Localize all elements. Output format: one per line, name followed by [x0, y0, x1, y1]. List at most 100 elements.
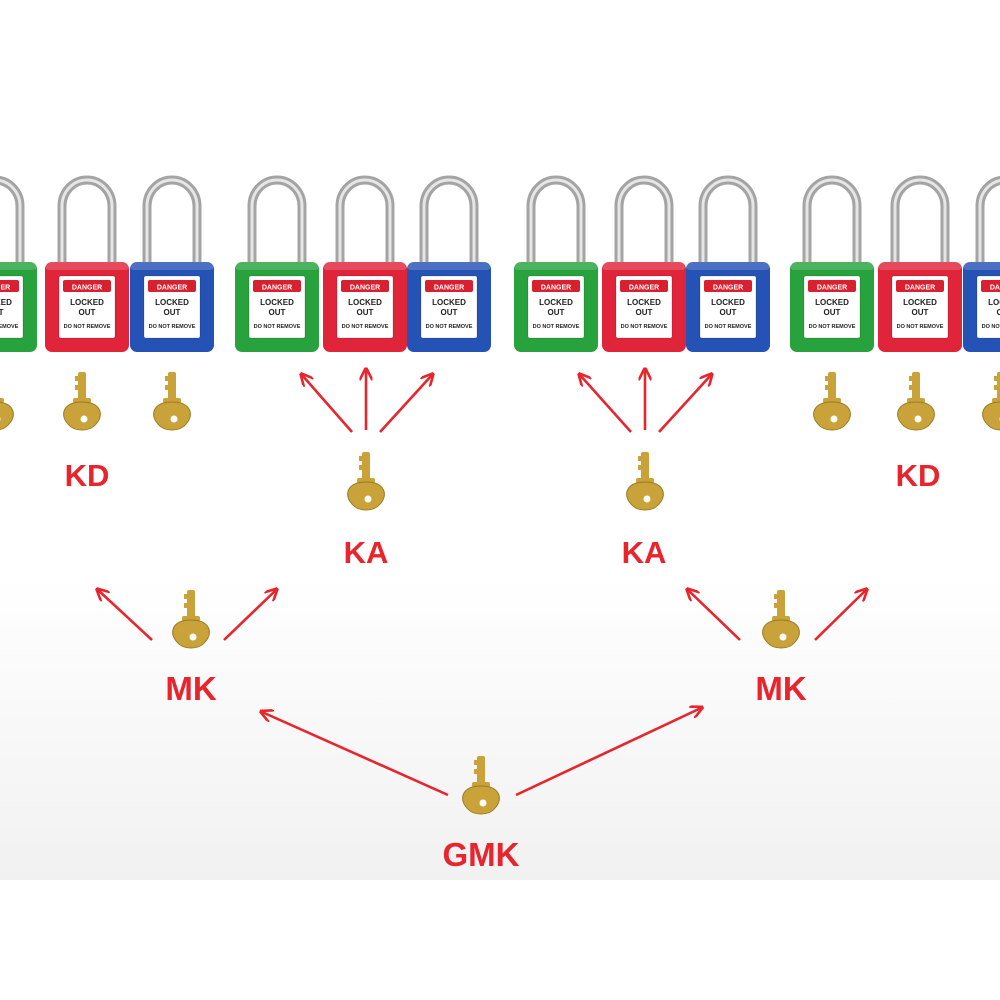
tag-line2-text: OUT [441, 308, 458, 317]
shackle-highlight [250, 178, 304, 266]
key-hole [189, 633, 197, 641]
kd-key-1 [0, 398, 14, 430]
key-hole [830, 415, 838, 423]
key-bow [813, 401, 851, 431]
danger-banner [981, 280, 1000, 292]
kd-key-4 [813, 372, 851, 431]
tag-line3-text: DO NOT REMOVE [149, 324, 196, 330]
danger-banner [704, 280, 752, 292]
key-bit [638, 456, 642, 461]
key-blade [641, 452, 649, 480]
padlock-body-highlight [790, 262, 874, 270]
padlock-body-highlight [0, 262, 37, 270]
shackle [526, 175, 586, 271]
tag-line1-text: LOCKED [627, 298, 661, 307]
arrow-mk-left-2 [223, 590, 276, 641]
key-bow [462, 785, 500, 815]
tag-danger-text: DANGER [0, 285, 10, 292]
tag-line1-text: LOCKED [815, 298, 849, 307]
key-blade [362, 452, 370, 480]
tag-line3-text: DO NOT REMOVE [705, 324, 752, 330]
tag-line2-text: OUT [997, 308, 1000, 317]
key-blade [168, 372, 176, 400]
danger-banner [0, 280, 19, 292]
key-bit [75, 385, 79, 390]
key-hole [914, 415, 922, 423]
ka-label-right: KA [622, 535, 667, 570]
danger-banner [253, 280, 301, 292]
gmk-key [462, 756, 500, 815]
arrow-gmk-right [515, 708, 701, 797]
shackle-highlight [529, 178, 583, 266]
ka-key-right [626, 452, 664, 511]
tag-line2-text: OUT [720, 308, 737, 317]
padlock-body-highlight [514, 262, 598, 270]
tag-line3-text: DO NOT REMOVE [809, 324, 856, 330]
shackle-highlight [0, 179, 22, 266]
tag-danger-text: DANGER [817, 285, 847, 292]
key-bit [909, 376, 913, 381]
key-bit [774, 594, 778, 599]
key-blade [78, 372, 86, 400]
arrows [98, 370, 866, 797]
key-bit [184, 603, 188, 608]
tag-line3-text: DO NOT REMOVE [426, 324, 473, 330]
tag-line2-text: OUT [357, 308, 374, 317]
shackle [142, 175, 202, 271]
kd-key-5 [897, 372, 935, 431]
tag-line1-text: LOCKED [711, 298, 745, 307]
padlock-body-highlight [45, 262, 129, 270]
tag-danger-text: DANGER [434, 285, 464, 292]
danger-banner [148, 280, 196, 292]
tag-line3-text: DO NOT REMOVE [621, 324, 668, 330]
tag-line2-text: OUT [636, 308, 653, 317]
padlock-body-highlight [963, 262, 1000, 270]
mk-label-left: MK [165, 670, 216, 707]
mk-key-left [172, 590, 210, 649]
keys [0, 372, 1000, 815]
key-bit [825, 385, 829, 390]
tag-line1-text: LOCKED [348, 298, 382, 307]
tag-danger-text: DANGER [990, 285, 1000, 292]
tag-line2-text: OUT [548, 308, 565, 317]
tag-line2-text: OUT [164, 308, 181, 317]
key-bow [63, 401, 101, 431]
key-bit [184, 594, 188, 599]
key-shoulder [0, 398, 4, 403]
shackle-highlight [60, 178, 114, 266]
danger-banner [808, 280, 856, 292]
arrow-ka-left-3 [379, 375, 432, 433]
shackle [802, 175, 862, 271]
key-blade [187, 590, 195, 618]
key-blade [477, 756, 485, 784]
tag-line3-text: DO NOT REMOVE [64, 324, 111, 330]
key-bow [897, 401, 935, 431]
tag-danger-text: DANGER [157, 285, 187, 292]
padlock-body-highlight [235, 262, 319, 270]
key-bit [75, 376, 79, 381]
key-bit [359, 465, 363, 470]
shackle [335, 175, 395, 271]
ka-label-left: KA [344, 535, 389, 570]
tag-danger-text: DANGER [541, 285, 571, 292]
shackle-highlight [978, 179, 1000, 266]
shackle-highlight [893, 178, 947, 266]
key-bit [165, 385, 169, 390]
shackle-highlight [338, 178, 392, 266]
shackle-highlight [422, 178, 476, 266]
padlock-body-highlight [407, 262, 491, 270]
key-bit [909, 385, 913, 390]
tag-line3-text: DO NOT REMOVE [533, 324, 580, 330]
tag-danger-text: DANGER [262, 285, 292, 292]
key-bit [774, 603, 778, 608]
tag-line1-text: LOCKED [0, 298, 12, 307]
